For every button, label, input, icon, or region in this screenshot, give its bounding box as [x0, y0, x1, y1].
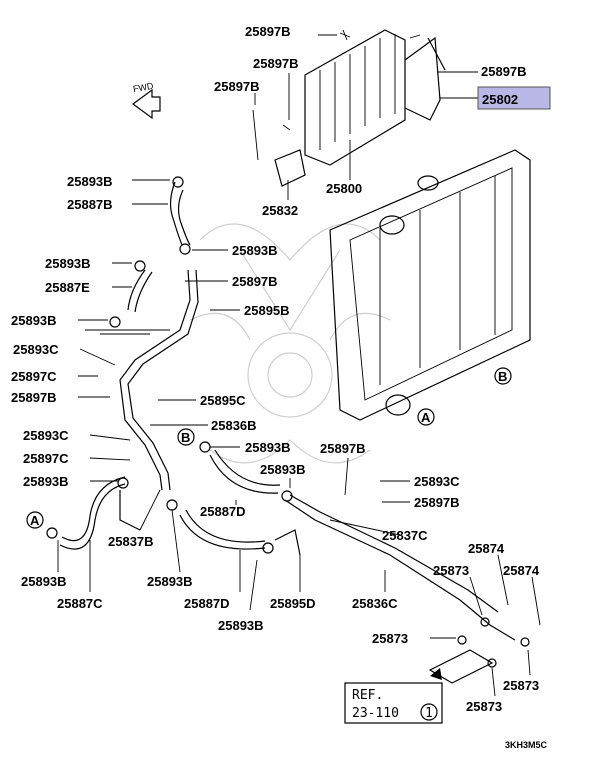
- part-label: 25893C: [13, 342, 59, 357]
- part-label: 25893B: [245, 440, 291, 455]
- part-label: 25893B: [45, 256, 91, 271]
- callout-letter: B: [181, 430, 190, 445]
- ref-line2: 23-110: [352, 706, 399, 721]
- part-label: 25893B: [260, 462, 306, 477]
- ref-pointer: [428, 649, 494, 684]
- ref-arrow-icon: [430, 668, 442, 680]
- callouts: B A B A: [26, 367, 512, 529]
- ref-box: [344, 682, 443, 724]
- part-label: 25837B: [108, 534, 154, 549]
- part-label: 25873: [466, 699, 502, 714]
- part-label: 25897B: [481, 64, 527, 79]
- part-label: 25897B: [414, 495, 460, 510]
- part-label: 25874: [468, 541, 505, 556]
- part-label: 25887C: [57, 596, 103, 611]
- part-label: 25897B: [253, 56, 299, 71]
- part-label: 25895B: [244, 303, 290, 318]
- part-label: 25893B: [67, 174, 113, 189]
- part-label: 25895C: [200, 393, 246, 408]
- part-label: 25893C: [414, 474, 460, 489]
- ref-circle: [420, 703, 438, 721]
- part-labels: 25897B 25897B 25897B 25897B 25802 25800 …: [11, 24, 540, 714]
- leader-lines: [57, 34, 541, 697]
- part-label: 25873: [503, 678, 539, 693]
- part-label: 25893B: [11, 313, 57, 328]
- part-label: 25893B: [218, 618, 264, 633]
- part-label-highlighted: 25802: [482, 92, 518, 107]
- part-label: 25887D: [184, 596, 230, 611]
- part-label: 25897B: [214, 79, 260, 94]
- ref-circled-number: 1: [425, 706, 433, 721]
- part-label: 25897B: [11, 390, 57, 405]
- drawing-code: 3KH3M5C: [505, 740, 548, 750]
- part-label: 25897C: [23, 451, 69, 466]
- part-label: 25897B: [232, 274, 278, 289]
- clips: [46, 176, 530, 668]
- part-label: 25873: [433, 563, 469, 578]
- part-label: 25893B: [21, 574, 67, 589]
- callout-circle: [494, 367, 512, 385]
- part-label: 25800: [326, 181, 362, 196]
- part-label: 25897B: [245, 24, 291, 39]
- part-label: 25874: [503, 563, 540, 578]
- part-label: 25893B: [23, 474, 69, 489]
- radiator: [329, 149, 531, 421]
- part-label: 25873: [372, 631, 408, 646]
- highlight-box: [477, 86, 551, 110]
- callout-circle: [26, 511, 44, 529]
- part-label: 25893C: [23, 428, 69, 443]
- part-label: 25897B: [320, 441, 366, 456]
- callout-circle: [177, 428, 195, 446]
- ref-line1: REF.: [352, 688, 383, 703]
- part-label: 25836B: [211, 418, 257, 433]
- callout-letter: B: [498, 369, 507, 384]
- watermark-emblem: [189, 223, 391, 464]
- callout-letter: A: [30, 513, 40, 528]
- callout-circle: [417, 408, 435, 426]
- fwd-label: FWD: [132, 81, 154, 94]
- part-label: 25895D: [270, 596, 316, 611]
- cooler-bracket: [404, 36, 446, 121]
- part-label: 25887D: [200, 504, 246, 519]
- part-label: 25887B: [67, 197, 113, 212]
- hoses-and-lines: [59, 181, 516, 641]
- part-label: 25893B: [232, 243, 278, 258]
- part-label: 25836C: [352, 596, 398, 611]
- bolts: [252, 29, 421, 161]
- oil-cooler: [304, 29, 406, 166]
- bracket-25832: [274, 149, 306, 187]
- part-label: 25893B: [147, 574, 193, 589]
- part-label: 25837C: [382, 528, 428, 543]
- callout-letter: A: [421, 410, 431, 425]
- fwd-arrow-icon: [131, 88, 161, 120]
- part-label: 25897C: [11, 369, 57, 384]
- part-label: 25887E: [45, 280, 90, 295]
- part-label: 25832: [262, 203, 298, 218]
